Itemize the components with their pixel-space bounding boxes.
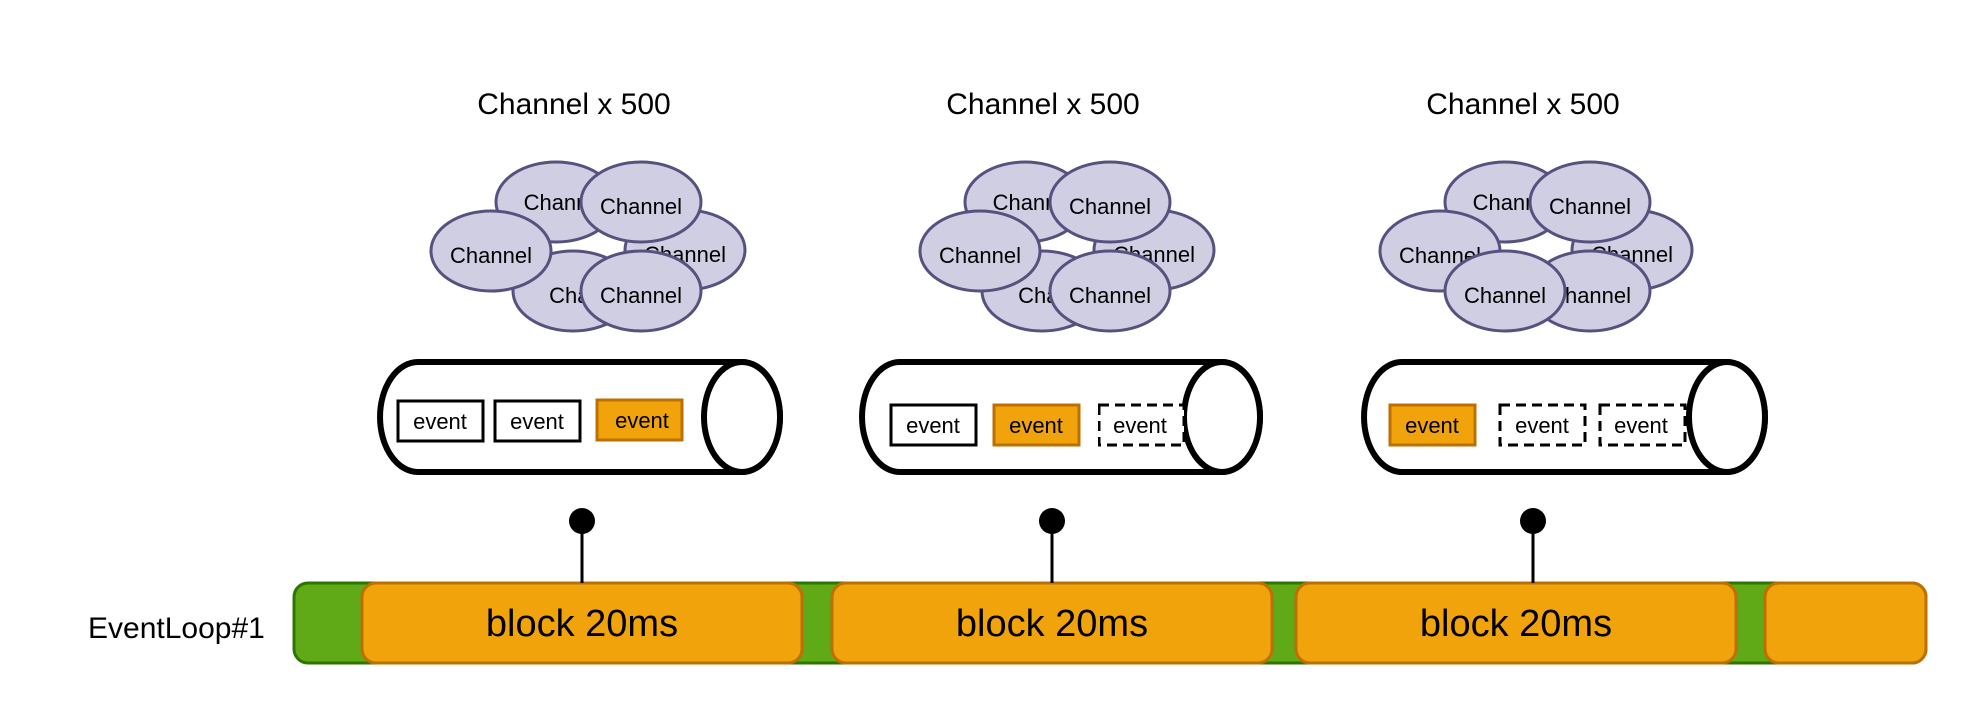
channel-ellipse: Channel [1528, 160, 1652, 244]
event-queue-cylinder: event event event [859, 359, 1263, 475]
svg-text:Channel: Channel [1069, 283, 1151, 308]
block-label: block 20ms [486, 603, 678, 645]
channel-ellipse: Channel [1443, 249, 1567, 333]
block-label: block 20ms [1420, 603, 1612, 645]
event-box: event [493, 399, 582, 443]
channel-ellipse: Channel [918, 209, 1042, 293]
event-queue-cylinder: event event event [1361, 359, 1768, 475]
channel-ellipse: Channel [579, 160, 703, 244]
svg-text:event: event [1405, 413, 1459, 438]
channel-ellipse: Channel [579, 249, 703, 333]
eventloop-pin [1520, 508, 1546, 583]
svg-text:Channel: Channel [939, 243, 1021, 268]
channel-ellipse: Channel [1048, 160, 1172, 244]
svg-text:event: event [510, 409, 564, 434]
svg-text:Chann: Chann [524, 190, 589, 215]
event-box-dashed: event [1098, 403, 1186, 447]
event-queue-cylinder: event event event [377, 359, 783, 475]
svg-text:Channel: Channel [450, 243, 532, 268]
channel-group-title: Channel x 500 [1426, 88, 1619, 121]
eventloop-block: block 20ms [1294, 581, 1738, 665]
channel-group: Channel x 500 Chann Channel Char Channel… [377, 88, 783, 583]
eventloop-pin [1039, 508, 1065, 583]
svg-text:event: event [1515, 413, 1569, 438]
channel-cloud: Chann Channel Char Channel Channel Chann… [918, 160, 1216, 333]
svg-text:Channel: Channel [1464, 283, 1546, 308]
svg-text:event: event [615, 408, 669, 433]
channel-cloud: Chann Channel Char Channel Channel Chann… [429, 160, 747, 333]
event-box-highlighted: event [595, 398, 684, 442]
event-box-highlighted: event [992, 403, 1081, 447]
eventloop-block: block 20ms [360, 581, 804, 665]
block-bar [1294, 581, 1738, 665]
event-box-highlighted: event [1388, 403, 1477, 447]
event-box-dashed: event [1498, 403, 1587, 447]
channel-group-title: Channel x 500 [477, 88, 670, 121]
event-box: event [396, 399, 485, 443]
svg-text:Channel: Channel [600, 194, 682, 219]
channel-group-title: Channel x 500 [946, 88, 1139, 121]
svg-text:Channel: Channel [1549, 194, 1631, 219]
channel-ellipse: Channel [1048, 249, 1172, 333]
svg-text:Channel: Channel [1069, 194, 1151, 219]
event-box: event [889, 403, 978, 447]
svg-text:event: event [1009, 413, 1063, 438]
channel-group: Channel x 500 Chann Channel Char Channel… [859, 88, 1263, 583]
eventloop-label: EventLoop#1 [88, 612, 265, 645]
eventloop-pin [569, 508, 595, 583]
svg-text:event: event [1614, 413, 1668, 438]
event-box-dashed: event [1598, 403, 1687, 447]
svg-text:Channel: Channel [600, 283, 682, 308]
channel-ellipse: Channel [429, 209, 553, 293]
svg-text:Chann: Chann [993, 190, 1058, 215]
channel-ellipse: hannel [1528, 249, 1652, 333]
svg-text:event: event [413, 409, 467, 434]
svg-text:event: event [906, 413, 960, 438]
block-bar [1763, 581, 1928, 665]
channel-group: Channel x 500 Chann Channel Channel Chan… [1361, 88, 1768, 583]
eventloop-block: block 20ms [830, 581, 1274, 665]
svg-text:Chann: Chann [1473, 190, 1538, 215]
svg-text:hannel: hannel [1565, 283, 1631, 308]
block-label: block 20ms [956, 603, 1148, 645]
svg-text:event: event [1113, 413, 1167, 438]
eventloop: EventLoop#1 block 20ms block 20ms block … [88, 581, 1928, 665]
channel-cloud: Chann Channel Channel Channel hannel Cha… [1378, 160, 1694, 333]
eventloop-block [1763, 581, 1928, 665]
